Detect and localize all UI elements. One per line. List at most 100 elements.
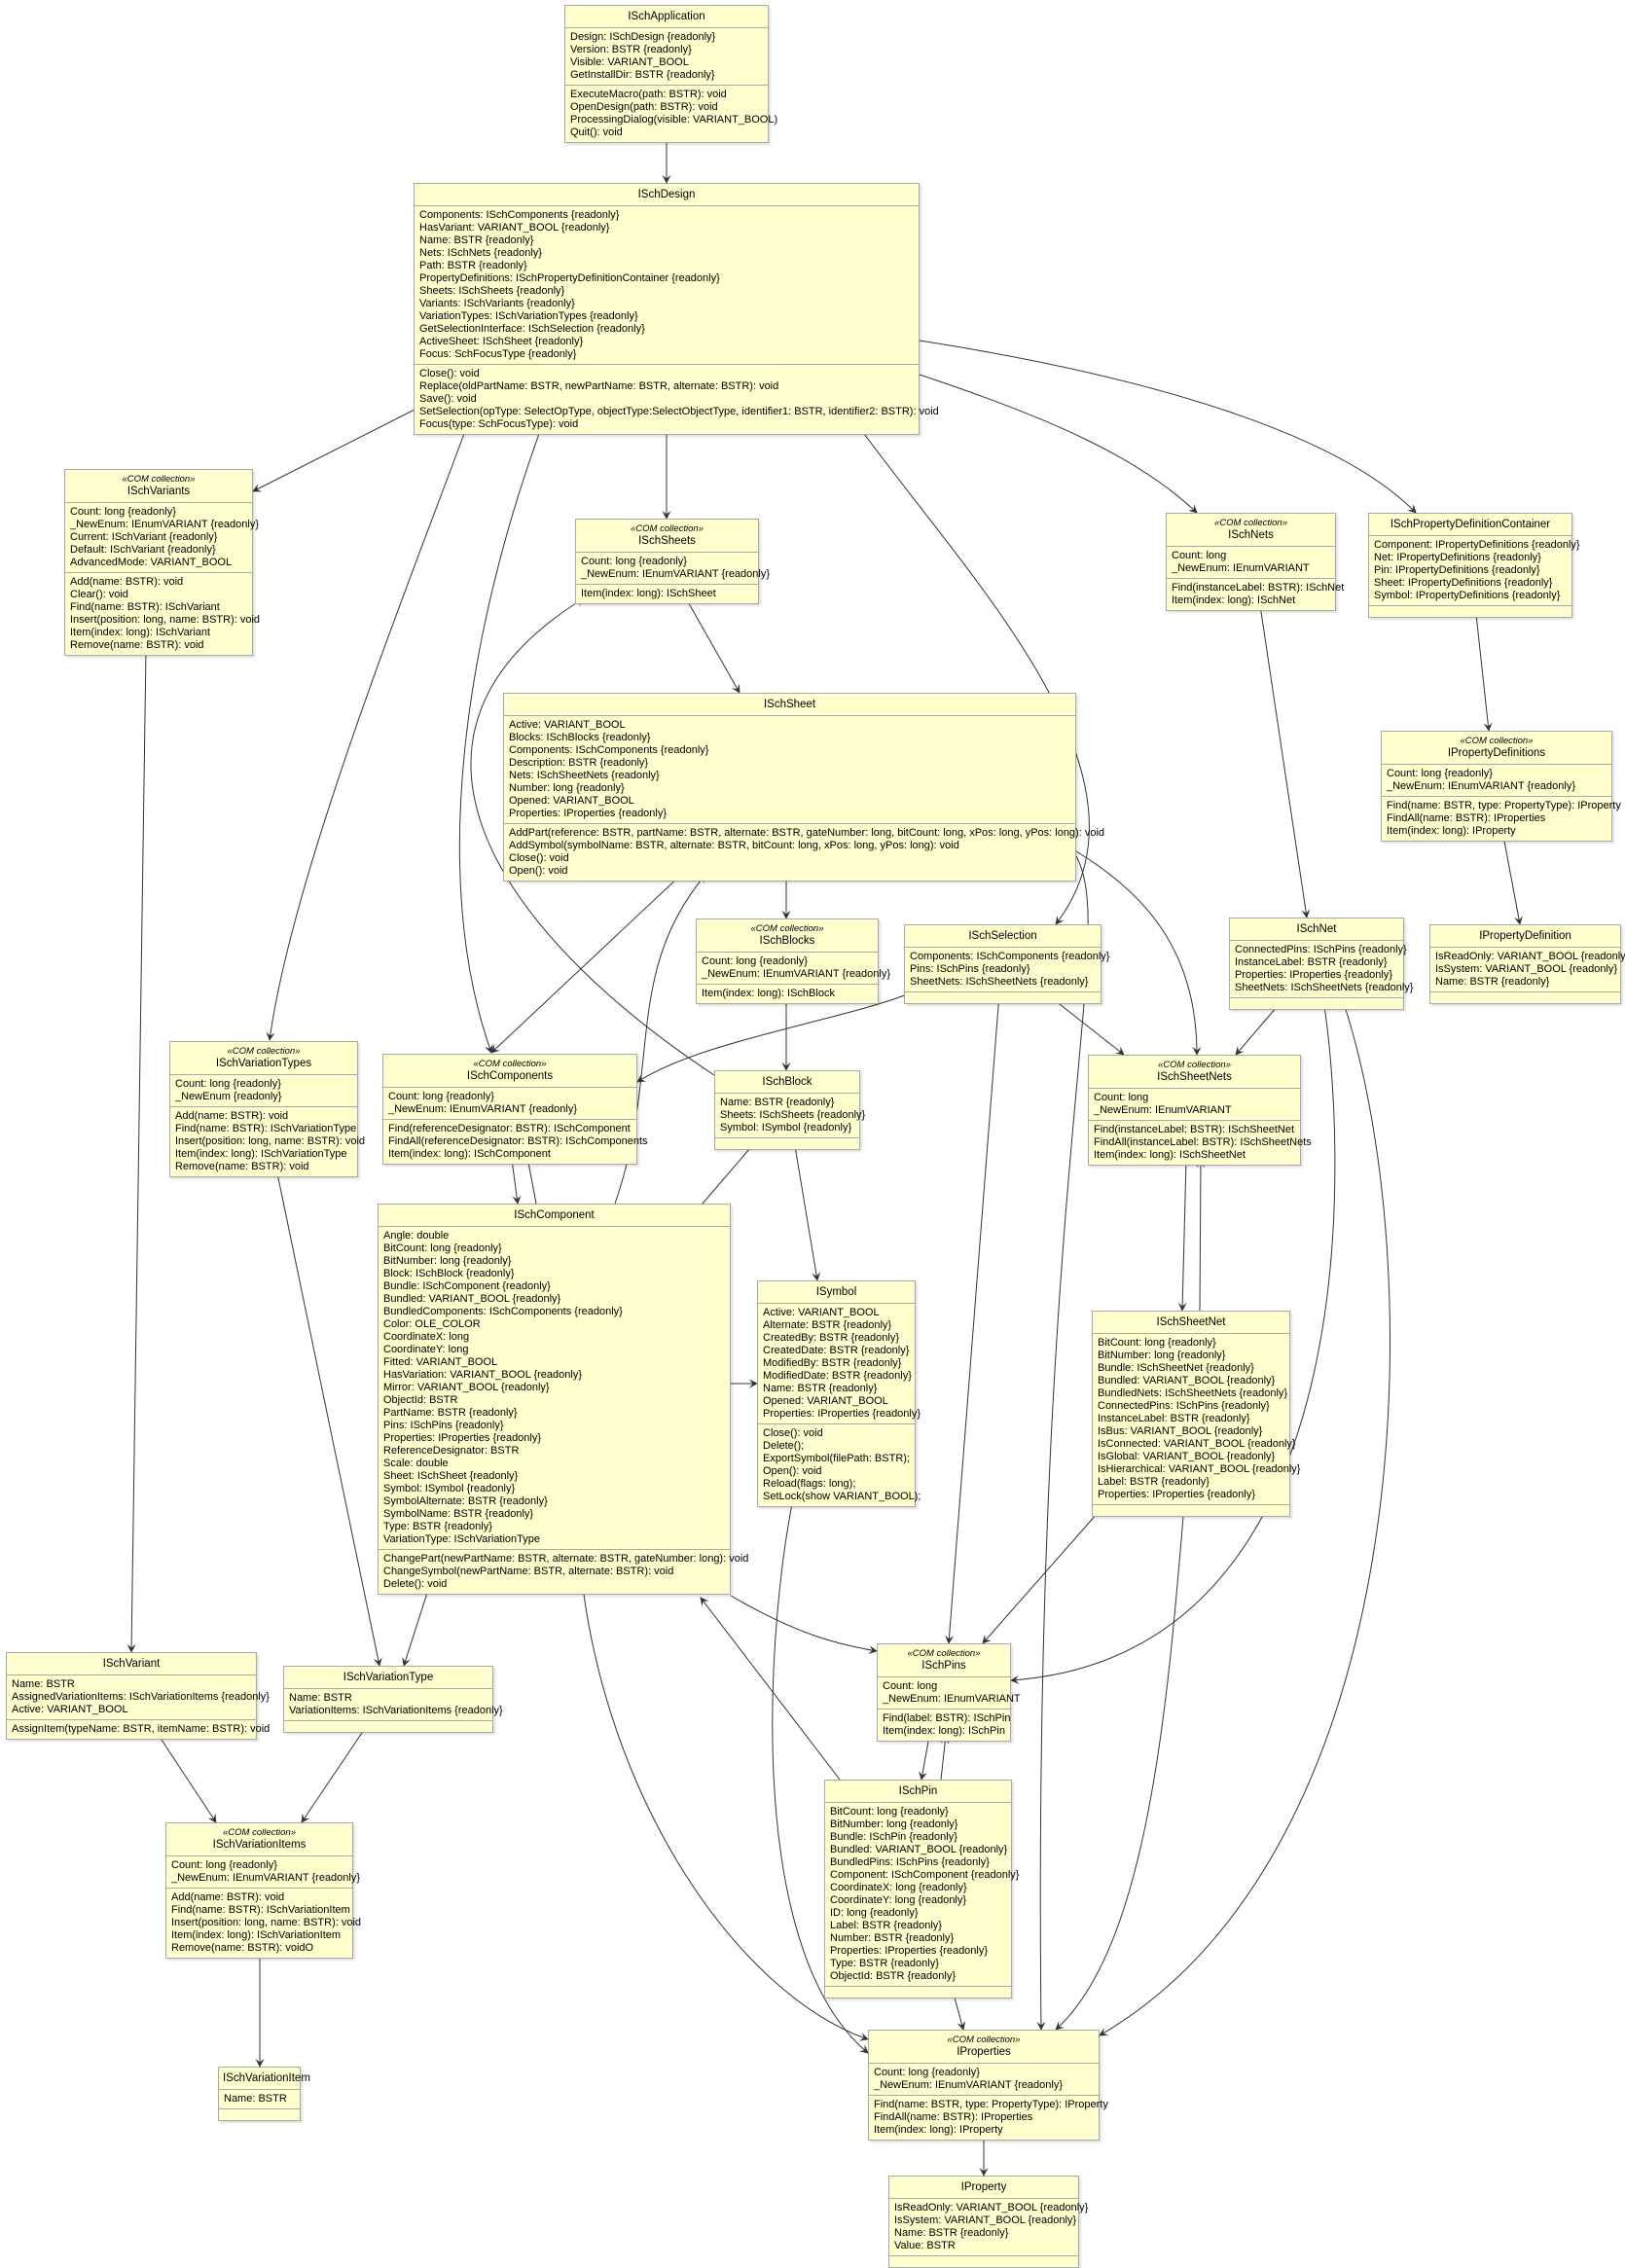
method-row: Item(index: long): ISchVariationItem	[171, 1929, 342, 1941]
attribute-row: Symbol: ISymbol {readonly}	[720, 1122, 852, 1134]
method-row: Item(index: long): ISchSheetNet	[1094, 1149, 1246, 1161]
class-attributes: Count: long {readonly}_NewEnum {readonly…	[170, 1075, 357, 1106]
association-arrow	[1099, 999, 1391, 2036]
association-arrow	[1474, 604, 1493, 732]
attribute-row: Active: VARIANT_BOOL	[12, 1704, 128, 1715]
attribute-row: CreatedDate: BSTR {readonly}	[763, 1345, 910, 1356]
attribute-row: BitNumber: long {readonly}	[830, 1818, 958, 1830]
association-arrow	[918, 1735, 930, 1781]
attribute-row: Bundle: ISchComponent {readonly}	[383, 1280, 551, 1292]
attribute-row: Active: VARIANT_BOOL	[763, 1307, 880, 1318]
method-row: AddSymbol(symbolName: BSTR, alternate: B…	[509, 840, 959, 851]
association-arrow	[276, 1172, 382, 1667]
class-methods	[1230, 997, 1403, 1009]
method-row: Find(label: BSTR): ISchPin	[883, 1712, 1011, 1724]
attribute-row: InstanceLabel: BSTR {readonly}	[1098, 1413, 1250, 1424]
attribute-row: CoordinateY: long	[383, 1344, 469, 1355]
association-arrow	[1259, 604, 1311, 918]
method-row: AssignItem(typeName: BSTR, itemName: BST…	[12, 1723, 271, 1735]
attribute-row: PropertyDefinitions: ISchPropertyDefinit…	[419, 272, 720, 284]
method-row: Item(index: long): ISchSheet	[581, 588, 716, 599]
attribute-row: _NewEnum: IEnumVARIANT {readonly}	[581, 568, 771, 580]
class-header: «COM collection»ISchVariationTypes	[170, 1042, 357, 1075]
class-name: IProperties	[957, 2046, 1011, 2058]
class-methods: Find(name: BSTR, type: PropertyType): IP…	[869, 2095, 1108, 2140]
attribute-row: _NewEnum: IEnumVARIANT {readonly}	[388, 1103, 578, 1115]
method-row: Open(): void	[763, 1465, 822, 1477]
association-arrow	[1055, 1504, 1185, 2031]
class-name: ISchVariants	[126, 486, 191, 497]
association-arrow	[1502, 835, 1523, 925]
attribute-row: Count: long {readonly}	[702, 955, 808, 967]
attribute-row: Name: BSTR	[12, 1678, 75, 1690]
class-name: ISchNet	[1296, 923, 1337, 935]
class-methods	[1430, 991, 1620, 1003]
class-methods	[889, 2255, 1078, 2267]
association-arrow	[919, 340, 1417, 514]
attribute-row: Count: long	[1094, 1092, 1149, 1103]
method-row: Open(): void	[509, 865, 568, 877]
attribute-row: Angle: double	[383, 1230, 450, 1242]
class-attributes: Components: ISchComponents {readonly}Has…	[415, 206, 919, 364]
class-header: «COM collection»ISchVariants	[65, 470, 252, 503]
attribute-row: Alternate: BSTR {readonly}	[763, 1319, 892, 1331]
association-arrow	[772, 1485, 869, 2054]
attribute-row: _NewEnum: IEnumVARIANT	[1094, 1104, 1232, 1116]
class-name: ISymbol	[815, 1286, 857, 1298]
class-attributes: BitCount: long {readonly}BitNumber: long…	[825, 1803, 1019, 1986]
method-row: Clear(): void	[70, 589, 128, 600]
class-attributes: Component: IPropertyDefinitions {readonl…	[1369, 536, 1580, 605]
attribute-row: Name: BSTR {readonly}	[1435, 976, 1550, 988]
class-header: ISchComponent	[379, 1205, 730, 1227]
attribute-row: Net: IPropertyDefinitions {readonly}	[1374, 552, 1541, 563]
attribute-row: CoordinateX: long	[383, 1331, 470, 1343]
association-arrow	[579, 1562, 869, 2041]
attribute-row: VariationTypes: ISchVariationTypes {read…	[419, 310, 638, 322]
attribute-row: Bundle: ISchPin {readonly}	[830, 1831, 957, 1843]
attribute-row: Symbol: ISymbol {readonly}	[383, 1483, 516, 1494]
stereotype-label: «COM collection»	[750, 923, 824, 934]
class-attributes: ConnectedPins: ISchPins {readonly}Instan…	[1230, 941, 1413, 997]
class-header: ISchNet	[1230, 918, 1403, 941]
class-header: IProperty	[889, 2177, 1078, 2199]
method-row: Item(index: long): ISchPin	[883, 1725, 1005, 1737]
attribute-row: Nets: ISchSheetNets {readonly}	[509, 770, 660, 781]
class-name: IPropertyDefinitions	[1447, 747, 1546, 759]
class-attributes: Name: BSTR	[219, 2090, 300, 2108]
association-arrow	[1010, 999, 1336, 1684]
method-row: FindAll(name: BSTR): IProperties	[1387, 812, 1546, 824]
method-row: Item(index: long): ISchVariationType	[175, 1148, 347, 1160]
